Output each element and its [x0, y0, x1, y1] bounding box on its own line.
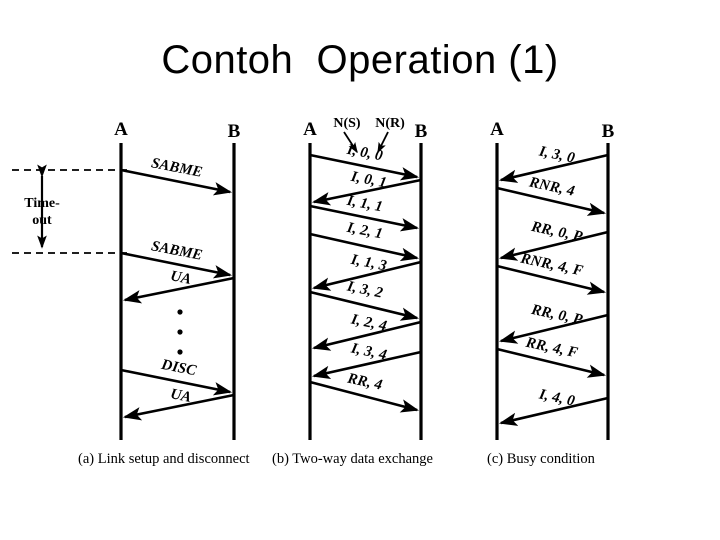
diagram-c-message-1-label: I, 3, 0 [537, 143, 577, 166]
diagram-a-arrow-5 [122, 393, 235, 421]
figure-svg: A B Time- out SABME SABME UA [12, 116, 615, 467]
diagram-b-arrow-5 [311, 260, 422, 291]
diagram-c-node-a-label: A [490, 119, 504, 140]
diagram-a: A B Time- out SABME SABME UA [12, 119, 250, 467]
diagram-b-arrow-6 [309, 290, 420, 321]
diagram-b-ns-pointer [343, 131, 358, 154]
diagram-a-message-4-label: DISC [159, 357, 198, 380]
diagram-b-arrow-8 [311, 350, 422, 380]
diagram-a-ellipsis-dot-2 [177, 329, 183, 335]
diagram-b-message-2-label: I, 0, 1 [349, 169, 388, 192]
diagram-b-arrow-4 [309, 232, 420, 262]
diagram-a-arrow-2 [120, 251, 233, 279]
diagram-b-ns-label: N(S) [333, 116, 361, 131]
diagram-a-message-5-label: UA [169, 386, 193, 406]
diagram-a-ellipsis-dot-1 [177, 309, 183, 315]
diagram-c-arrow-4 [496, 264, 607, 295]
diagram-c-arrow-2 [496, 186, 607, 216]
hdlc-operation-figure: A B Time- out SABME SABME UA [0, 110, 720, 480]
diagram-a-node-a-label: A [114, 119, 128, 140]
diagram-b-nr-pointer [377, 131, 389, 154]
diagram-a-arrow-4 [120, 368, 233, 396]
diagram-b-message-6-label: I, 3, 2 [345, 278, 385, 301]
diagram-b-message-5-label: I, 1, 3 [349, 252, 389, 275]
diagram-b-arrow-1 [309, 153, 420, 181]
diagram-b-message-4-label: I, 2, 1 [345, 220, 384, 243]
diagram-b-arrow-9 [309, 380, 420, 413]
diagram-b-message-8-label: I, 3, 4 [349, 340, 389, 363]
diagram-c-arrow-1 [498, 153, 609, 183]
diagram-a-arrow-3 [122, 276, 235, 304]
diagram-a-timeout-label-line1: Time- [24, 196, 60, 211]
diagram-c-arrow-6 [496, 347, 607, 378]
diagram-b-nr-label: N(R) [375, 116, 405, 131]
diagram-c-message-4-label: RNR, 4, F [518, 250, 584, 279]
diagram-c-node-b-label: B [602, 121, 615, 142]
diagram-c: A B I, 3, 0 RNR, 4 RR, 0, P RNR, 4, F [487, 119, 615, 467]
diagram-b: N(S) N(R) A B I, 0, 0 I, 0, 1 I, 1, 1 [272, 116, 433, 467]
diagram-c-message-5-label: RR, 0, P [529, 302, 585, 329]
diagram-b-arrow-2 [311, 178, 422, 206]
diagram-a-node-b-label: B [228, 121, 241, 142]
diagram-b-message-7-label: I, 2, 4 [349, 311, 389, 334]
diagram-c-arrow-7 [498, 396, 609, 426]
diagram-b-node-b-label: B [415, 121, 428, 142]
diagram-c-caption: (c) Busy condition [487, 451, 596, 467]
diagram-b-arrow-3 [309, 204, 420, 232]
diagram-c-arrow-5 [498, 313, 609, 344]
diagram-a-message-3-label: UA [169, 268, 193, 288]
diagram-b-caption: (b) Two-way data exchange [272, 451, 433, 467]
diagram-c-arrow-3 [498, 230, 609, 261]
diagram-b-message-9-label: RR, 4 [345, 370, 384, 393]
diagram-a-caption: (a) Link setup and disconnect [78, 451, 250, 467]
diagram-c-message-3-label: RR, 0, P [529, 219, 585, 246]
diagram-b-message-1-label: I, 0, 0 [345, 142, 385, 165]
diagram-a-arrow-1 [120, 168, 233, 196]
diagram-b-arrow-7 [311, 320, 422, 351]
diagram-b-message-3-label: I, 1, 1 [345, 193, 384, 216]
page-title: Contoh Operation (1) [161, 38, 559, 82]
diagram-c-message-7-label: I, 4, 0 [537, 386, 577, 409]
diagram-a-timeout-label-line2: out [32, 213, 52, 228]
diagram-b-node-a-label: A [303, 119, 317, 140]
diagram-a-ellipsis-dot-3 [177, 349, 183, 355]
